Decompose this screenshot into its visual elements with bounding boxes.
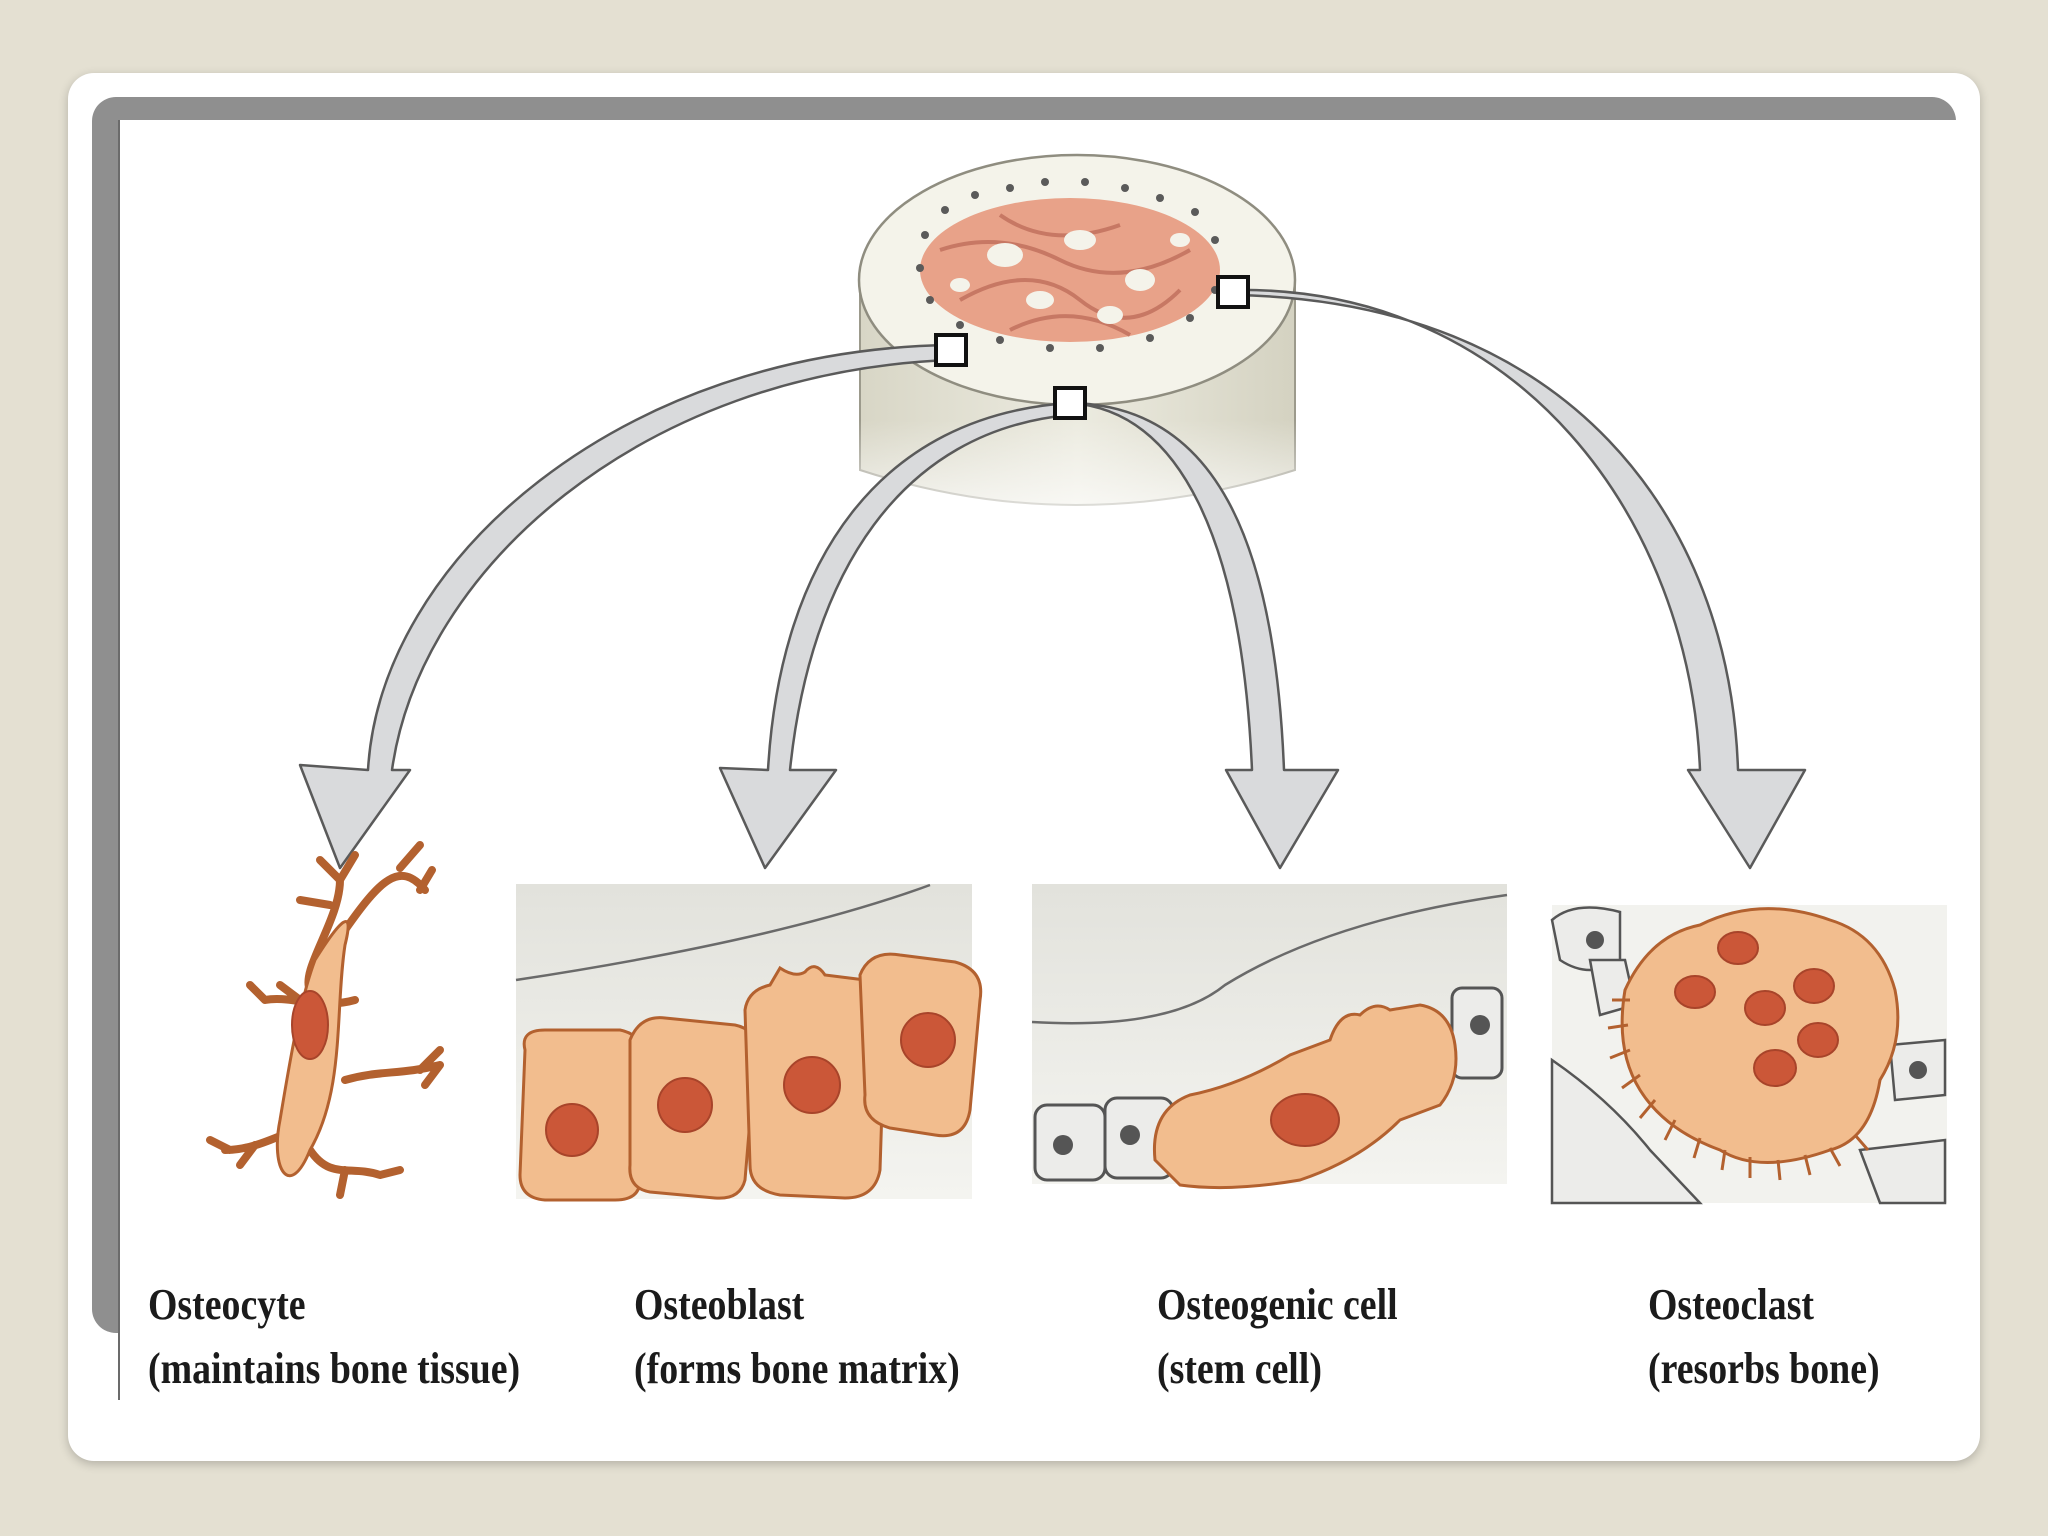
osteoblast-illustration xyxy=(515,883,983,1202)
compact-bone-pores xyxy=(916,178,1219,352)
arrow-osteogenic xyxy=(1068,401,1340,870)
label-osteoclast: Osteoclast (resorbs bone) xyxy=(1648,1273,1880,1401)
label-osteocyte: Osteocyte (maintains bone tissue) xyxy=(148,1273,520,1401)
osteocyte-role: (maintains bone tissue) xyxy=(148,1343,521,1393)
osteocyte-illustration xyxy=(206,841,444,1199)
osteoblast-name: Osteoblast xyxy=(634,1280,805,1329)
label-osteogenic: Osteogenic cell (stem cell) xyxy=(1157,1273,1398,1401)
osteoclast-name: Osteoclast xyxy=(1648,1280,1815,1329)
osteogenic-role: (stem cell) xyxy=(1157,1343,1322,1393)
osteoclast-role: (resorbs bone) xyxy=(1648,1343,1880,1393)
frame-edge xyxy=(118,120,120,1400)
osteogenic-name: Osteogenic cell xyxy=(1157,1280,1398,1329)
label-osteoblast: Osteoblast (forms bone matrix) xyxy=(634,1273,960,1401)
arrow-osteoclast xyxy=(1231,288,1807,870)
arrows xyxy=(298,288,1807,870)
osteocyte-name: Osteocyte xyxy=(148,1280,306,1329)
osteogenic-illustration xyxy=(1031,884,1508,1190)
spongy-bone xyxy=(920,198,1220,342)
arrow-osteoblast xyxy=(718,401,1072,870)
osteoclast-illustration xyxy=(1550,905,1947,1205)
arrow-osteocyte xyxy=(298,343,952,870)
bone-shaft xyxy=(855,153,1300,550)
osteoblast-role: (forms bone matrix) xyxy=(634,1343,960,1393)
sample-markers xyxy=(934,275,1250,420)
